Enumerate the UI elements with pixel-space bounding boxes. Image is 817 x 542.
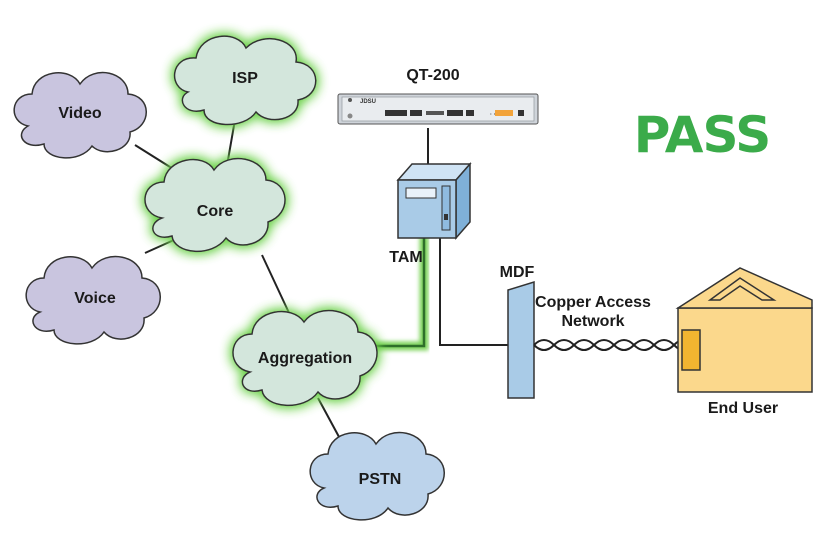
cloud-label-pstn: PSTN — [359, 471, 402, 488]
cloud-label-aggregation: Aggregation — [258, 350, 352, 367]
cloud-label-voice: Voice — [74, 290, 116, 307]
server-icon — [396, 162, 472, 240]
rack-unit-icon: · · · · · — [337, 93, 539, 125]
cloud-core — [144, 157, 286, 253]
pass-status: PASS — [634, 106, 771, 164]
end-user-label: End User — [708, 400, 778, 417]
cloud-label-isp: ISP — [232, 70, 258, 87]
copper-label-line1: Copper Access — [535, 294, 651, 311]
house-icon — [675, 267, 813, 393]
device-title: QT-200 — [406, 67, 459, 84]
device-brand: JDSU — [360, 99, 376, 105]
tam-label: TAM — [389, 249, 422, 266]
link-core-aggregation — [261, 254, 291, 316]
mdf-frame — [507, 280, 535, 399]
twisted-pair-cable — [533, 339, 689, 351]
cloud-label-core: Core — [197, 203, 234, 220]
copper-label-line2: Network — [561, 313, 624, 330]
cloud-aggregation — [232, 309, 378, 406]
cloud-voice — [25, 255, 161, 345]
link-tam-mdf — [439, 236, 510, 346]
cloud-isp — [173, 35, 317, 126]
cloud-video — [13, 71, 147, 159]
cloud-pstn — [309, 431, 445, 521]
glow-link — [372, 236, 429, 351]
mdf-label: MDF — [500, 264, 535, 281]
cloud-label-video: Video — [58, 105, 102, 122]
